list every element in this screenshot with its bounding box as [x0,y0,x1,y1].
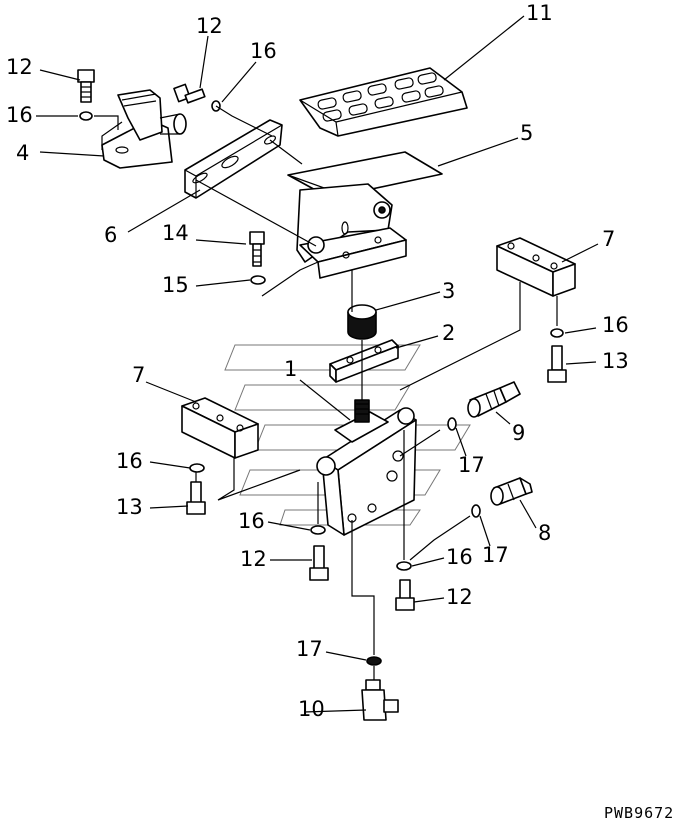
washer-16-bottom-left [310,525,326,535]
callout-4: 4 [16,141,29,165]
valve-body-1 [316,399,417,536]
drawing-code: PWB9672 [604,804,674,822]
callout-labels: 11 12 16 12 16 4 5 6 14 7 15 3 16 2 13 1… [6,1,629,721]
callout-8: 8 [538,521,551,545]
washer-15 [250,275,266,285]
bolt-12-top [173,83,206,104]
oring-17-a [447,417,457,431]
callout-16: 16 [238,509,265,533]
washer-16-top-left [79,111,93,121]
washer-16-right-upper [550,328,564,338]
fitting-9 [467,381,521,418]
washer-16-bottom-right [396,561,412,571]
bolt-13-right [547,345,567,383]
callout-17: 17 [458,453,485,477]
bolt-12-bottom-left [309,545,329,581]
bolt-12-bottom-right [395,579,415,611]
callout-10: 10 [298,697,325,721]
oring-17-b [471,504,481,518]
callout-17: 17 [296,637,323,661]
bolt-12-top-left [77,69,95,103]
callout-12: 12 [446,585,473,609]
bolt-13-left [186,481,206,515]
bracket-plate [184,119,283,199]
washer-16-left [189,463,205,473]
callout-6: 6 [104,223,117,247]
callout-16: 16 [446,545,473,569]
callout-12: 12 [240,547,267,571]
plate-2 [329,339,399,383]
block-7-upper [496,237,576,297]
bolt-14 [249,231,265,267]
callout-16: 16 [250,39,277,63]
callout-1: 1 [284,357,297,381]
callout-17: 17 [482,543,509,567]
pedal-arm [287,151,443,279]
callout-2: 2 [442,321,455,345]
callout-15: 15 [162,273,189,297]
block-7-lower [181,397,259,459]
fitting-8 [490,477,533,506]
callout-11: 11 [526,1,553,25]
hinge-bracket [101,89,187,169]
callout-16: 16 [6,103,33,127]
assembly-guide-lines [94,105,558,713]
callout-5: 5 [520,121,533,145]
callout-7: 7 [132,363,145,387]
leader-lines [36,15,599,661]
callout-16: 16 [116,449,143,473]
callout-13: 13 [602,349,629,373]
callout-13: 13 [116,495,143,519]
callout-3: 3 [442,279,455,303]
callout-14: 14 [162,221,189,245]
callout-16: 16 [602,313,629,337]
fitting-10 [361,679,399,721]
callout-7: 7 [602,227,615,251]
callout-12: 12 [6,55,33,79]
oring-17-c [366,656,382,666]
pedal-pad [299,67,468,137]
spacer-3 [347,304,377,340]
callout-12: 12 [196,14,223,38]
callout-9: 9 [512,421,525,445]
